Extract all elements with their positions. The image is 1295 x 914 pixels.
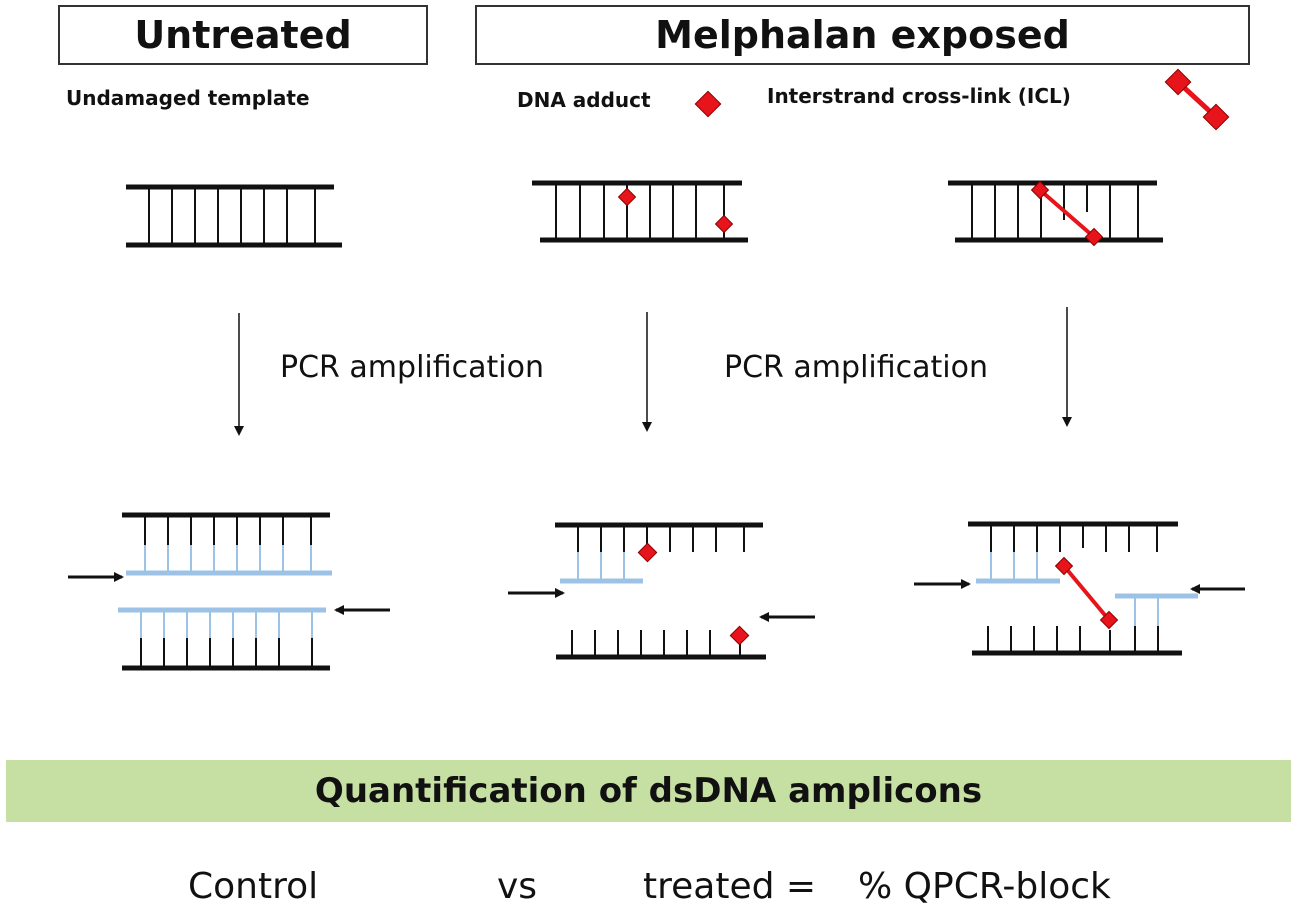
- adduct-template-dna: [532, 180, 748, 243]
- control-text: Control: [188, 866, 319, 907]
- adduct-legend-icon: [694, 90, 722, 118]
- icl-end-marker: [1099, 610, 1119, 630]
- untreated-pcr-product: [68, 512, 390, 671]
- untreated-header-text: Untreated: [134, 13, 352, 57]
- undamaged-template-label: Undamaged template: [66, 86, 310, 110]
- icl-template-dna: [948, 180, 1163, 247]
- icl-crosslink: [1038, 188, 1096, 239]
- dna-adduct-marker: [637, 542, 658, 563]
- qpcr-block-text: % QPCR-block: [858, 866, 1111, 907]
- pcr-amplification-label-right: PCR amplification: [724, 350, 988, 385]
- quantification-band: Quantification of dsDNA amplicons: [6, 760, 1291, 822]
- melphalan-header: Melphalan exposed: [475, 5, 1250, 65]
- vs-text: vs: [497, 866, 538, 907]
- treated-text: treated =: [643, 866, 817, 907]
- icl-end-marker: [1084, 227, 1104, 247]
- adduct-pcr-product: [508, 522, 815, 660]
- icl-pcr-product: [914, 521, 1245, 656]
- icl-end-marker: [1054, 556, 1074, 576]
- dna-adduct-marker: [617, 187, 637, 207]
- untreated-header: Untreated: [58, 5, 428, 65]
- icl-crosslink: [1062, 564, 1111, 622]
- melphalan-header-text: Melphalan exposed: [655, 13, 1070, 57]
- icl-label: Interstrand cross-link (ICL): [767, 84, 1071, 108]
- undamaged-template-dna: [126, 184, 342, 248]
- quantification-band-text: Quantification of dsDNA amplicons: [314, 771, 983, 811]
- pcr-amplification-label-left: PCR amplification: [280, 350, 544, 385]
- dna-adduct-marker: [714, 214, 734, 234]
- icl-legend-icon: [1164, 68, 1230, 131]
- icl-end-marker: [1030, 180, 1050, 200]
- dna-adduct-label: DNA adduct: [517, 88, 651, 112]
- dna-adduct-marker: [729, 625, 750, 646]
